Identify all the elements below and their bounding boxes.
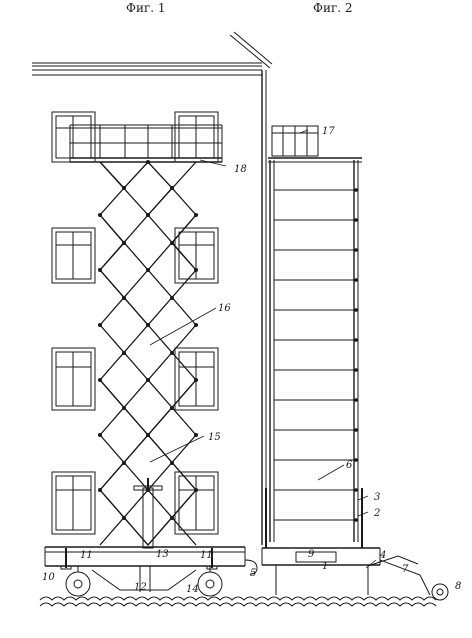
tow-hook xyxy=(244,559,258,575)
callout-6: 6 xyxy=(346,460,353,471)
wheel xyxy=(431,583,449,601)
window xyxy=(174,471,219,535)
callout-15: 15 xyxy=(208,432,221,443)
callout-10: 10 xyxy=(42,572,55,583)
ground-line xyxy=(39,596,437,607)
window xyxy=(174,227,219,284)
work-platform xyxy=(69,124,223,163)
callout-17: 18 xyxy=(234,164,247,175)
callout-16: 16 xyxy=(218,303,231,314)
wheel xyxy=(65,571,91,597)
chassis-fig2 xyxy=(261,547,449,601)
scissor-mechanism xyxy=(98,160,198,546)
roof-edge xyxy=(229,34,271,69)
figure-2-title: Фиг. 2 xyxy=(313,1,353,15)
callout-8: 8 xyxy=(455,581,461,592)
callout-11-right: 11 xyxy=(200,550,213,561)
callout-1: 1 xyxy=(322,561,328,572)
window xyxy=(51,347,96,411)
pivot-joints xyxy=(98,160,198,520)
callout-18: 17 xyxy=(322,126,335,137)
top-cage xyxy=(271,125,319,157)
window xyxy=(51,227,96,284)
callout-12: 12 xyxy=(134,582,147,593)
building-facade xyxy=(32,31,273,545)
drawbar xyxy=(367,555,419,567)
callout-labels: 18 17 16 15 6 3 2 11 13 11 9 1 4 5 7 8 1… xyxy=(42,126,461,595)
callout-9: 9 xyxy=(308,549,315,560)
callout-5: 5 xyxy=(250,568,256,579)
wheel xyxy=(197,571,223,597)
hydraulic-ram xyxy=(133,478,163,549)
callout-7: 7 xyxy=(402,564,409,575)
mast-fig2 xyxy=(265,125,363,548)
leader-lines xyxy=(149,129,377,569)
window xyxy=(51,471,96,535)
callout-14: 14 xyxy=(186,584,199,595)
callout-3: 3 xyxy=(374,492,380,503)
rear-outrigger xyxy=(379,559,431,596)
callout-13: 13 xyxy=(156,549,169,560)
chassis-fig1 xyxy=(44,546,258,597)
window xyxy=(51,111,96,163)
mast-rungs xyxy=(274,189,354,521)
callout-11-left: 11 xyxy=(80,550,93,561)
callout-2: 2 xyxy=(373,508,380,519)
callout-4: 4 xyxy=(379,550,386,561)
axle-linkage xyxy=(91,569,197,591)
figure-1-title: Фиг. 1 xyxy=(126,1,166,15)
